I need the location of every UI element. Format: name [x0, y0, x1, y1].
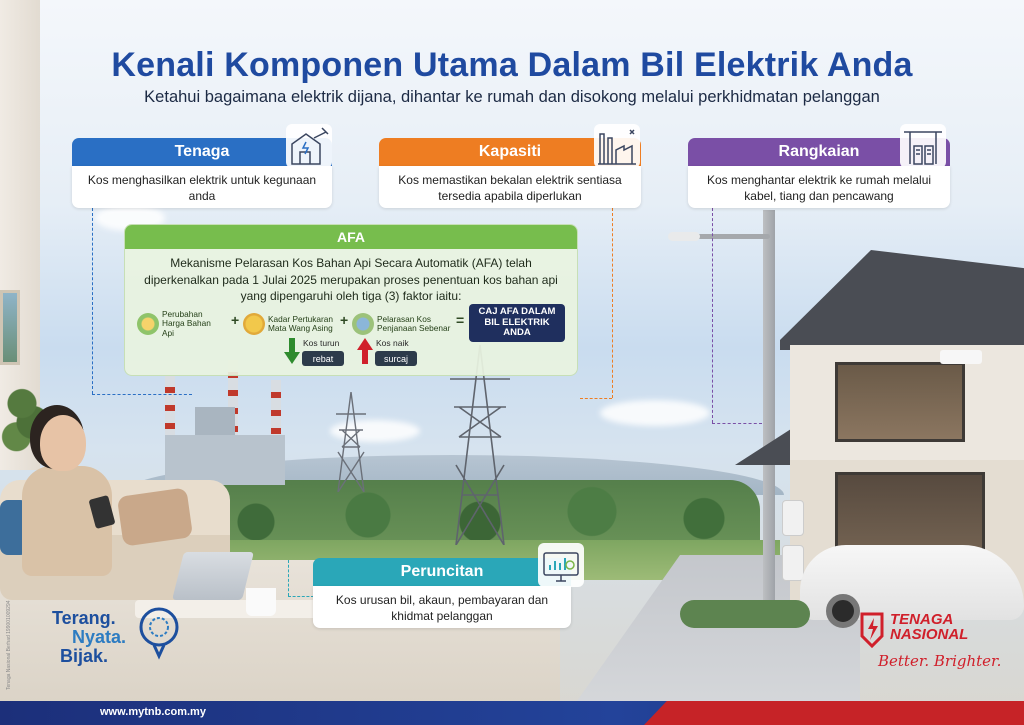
connector-tenaga: [92, 208, 93, 394]
car-wheel: [826, 594, 860, 628]
connector-kapasiti: [612, 208, 613, 398]
cushion: [116, 487, 194, 547]
slogan-line: Bijak.: [60, 645, 109, 666]
company-name-line: NASIONAL: [890, 626, 969, 643]
kos-turun-label: Kos turun: [303, 338, 340, 348]
page-subtitle: Ketahui bagaimana elektrik dijana, dihan…: [144, 88, 880, 106]
card-tenaga-desc: Kos menghasilkan elektrik untuk kegunaan…: [72, 166, 332, 208]
connector-kapasiti: [580, 398, 612, 399]
slogan: Terang. Nyata. Bijak.: [52, 609, 126, 666]
generation-plant-icon: [352, 313, 374, 335]
arrow-up-icon: [357, 338, 373, 364]
connector-tenaga: [92, 394, 192, 395]
afa-factor-fuel: Perubahan Harga Bahan Api: [137, 309, 224, 338]
website-link[interactable]: www.mytnb.com.my: [100, 706, 206, 718]
transmission-pylon: [334, 392, 368, 492]
afa-description: Mekanisme Pelarasan Kos Bahan Api Secara…: [144, 256, 558, 304]
mug: [246, 588, 276, 616]
afa-factor-currency: Kadar Pertukaran Mata Wang Asing: [243, 312, 352, 336]
afa-title: AFA: [125, 225, 577, 249]
rebat-badge: rebat: [302, 351, 344, 366]
afa-factor-generation: Pelarasan Kos Penjanaan Sebenar: [352, 312, 455, 336]
cloud: [600, 400, 710, 426]
roof: [780, 250, 1024, 350]
ev-charger: [782, 545, 804, 581]
company-name-line: TENAGA: [890, 611, 954, 628]
chimney: [271, 380, 281, 485]
footer-accent: [644, 701, 1024, 725]
legal-text: Tenaga Nasional Berhad 199001009294: [6, 600, 12, 690]
ev-charger: [782, 500, 804, 536]
connector-peruncitan: [288, 560, 289, 596]
connector-rangkaian: [712, 423, 762, 424]
company-tagline: Better. Brighter.: [878, 652, 1002, 670]
slogan-line: Terang.: [52, 608, 116, 628]
substation-icon: [900, 124, 946, 168]
fuel-price-icon: [137, 313, 159, 335]
card-kapasiti-desc: Kos memastikan bekalan elektrik sentiasa…: [379, 166, 641, 208]
transmission-pylon: [450, 345, 510, 545]
house-power-icon: [286, 124, 332, 168]
equals-sign: =: [456, 312, 465, 328]
card-peruncitan-desc: Kos urusan bil, akaun, pembayaran dan kh…: [313, 586, 571, 628]
card-rangkaian-desc: Kos menghantar elektrik ke rumah melalui…: [688, 166, 950, 208]
plant-building: [165, 407, 285, 485]
card-rangkaian: Rangkaian Kos menghantar elektrik ke rum…: [688, 138, 950, 208]
arrow-down-icon: [284, 338, 300, 364]
card-peruncitan-title: Peruncitan: [313, 558, 571, 586]
chimney: [165, 375, 175, 485]
forest: [200, 480, 760, 550]
plus-sign: +: [231, 312, 240, 328]
currency-coin-icon: [243, 313, 265, 335]
wall-picture: [0, 290, 20, 365]
street-lamp-pole: [763, 210, 775, 610]
afa-factor-label: Pelarasan Kos Penjanaan Sebenar: [377, 313, 451, 333]
woman-head: [40, 415, 86, 471]
company-name: TENAGA NASIONAL: [890, 612, 968, 642]
afa-factor-label: Perubahan Harga Bahan Api: [162, 309, 211, 338]
bedroom-window: [835, 362, 965, 442]
air-conditioner: [940, 350, 982, 364]
afa-factor-label: Kadar Pertukaran Mata Wang Asing: [268, 313, 334, 333]
page-title: Kenali Komponen Utama Dalam Bil Elektrik…: [111, 46, 913, 84]
tnb-bulb-badge-icon: [139, 607, 179, 660]
power-plant-icon: [594, 124, 640, 168]
afa-panel: AFA Mekanisme Pelarasan Kos Bahan Api Se…: [124, 224, 578, 376]
card-peruncitan: Peruncitan Kos urusan bil, akaun, pembay…: [313, 558, 571, 628]
laptop: [172, 552, 254, 600]
hedge: [680, 600, 810, 628]
kos-naik-label: Kos naik: [376, 338, 409, 348]
tnb-logo-icon: [860, 612, 884, 648]
surcaj-badge: surcaj: [375, 351, 417, 366]
street-lamp-arm: [680, 234, 770, 239]
power-plant: [135, 360, 315, 485]
billing-monitor-icon: [538, 543, 584, 587]
tnb-logo: TENAGA NASIONAL Better. Brighter.: [858, 612, 1008, 682]
card-kapasiti: Kapasiti Kos memastikan bekalan elektrik…: [379, 138, 641, 208]
connector-peruncitan: [288, 596, 314, 597]
street-lamp-head: [668, 232, 700, 241]
plus-sign: +: [340, 312, 349, 328]
slogan-line: Nyata.: [72, 626, 127, 647]
afa-result-box: CAJ AFA DALAM BIL ELEKTRIK ANDA: [469, 304, 565, 342]
connector-rangkaian: [712, 208, 713, 423]
